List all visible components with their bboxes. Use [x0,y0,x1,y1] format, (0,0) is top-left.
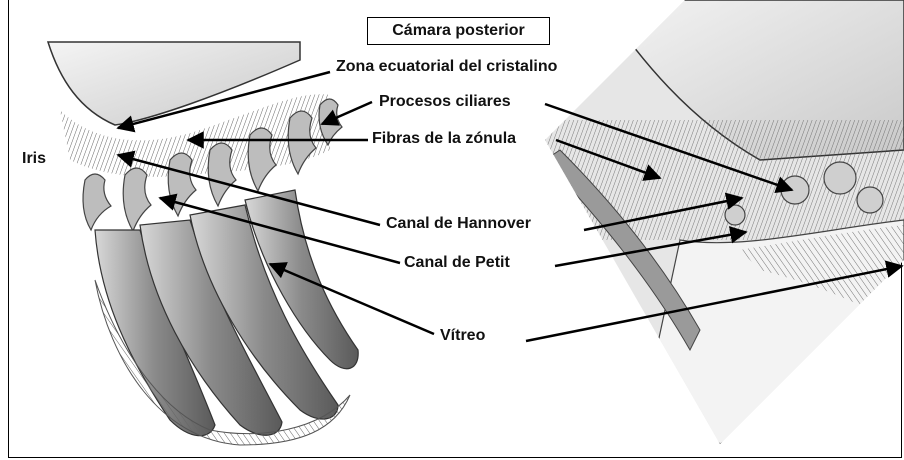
label-vitreo: Vítreo [440,327,485,345]
figure-title: Cámara posterior [392,22,525,40]
title-box: Cámara posterior [367,17,550,45]
label-iris: Iris [22,150,46,168]
label-fibras-zonula: Fibras de la zónula [372,130,516,148]
right-illustration [540,0,904,460]
label-zona-ecuatorial: Zona ecuatorial del cristalino [336,58,557,76]
left-illustration [48,42,358,445]
label-canal-hannover: Canal de Hannover [386,215,531,233]
label-canal-petit: Canal de Petit [404,254,510,272]
label-procesos-ciliares: Procesos ciliares [379,93,511,111]
